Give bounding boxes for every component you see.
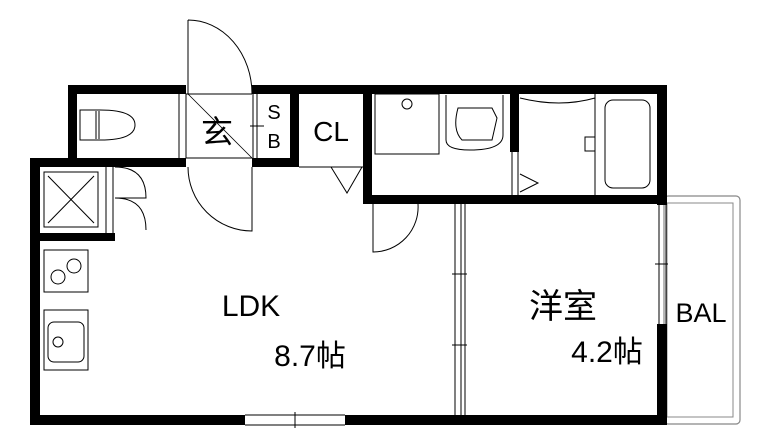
washing-machine-icon <box>374 93 440 155</box>
entrance-label: 玄 <box>201 114 233 150</box>
shoe-box-label-s: S <box>267 102 280 124</box>
shower-box-icon <box>43 171 99 228</box>
entrance-door-outer <box>187 19 253 95</box>
stove-icon <box>43 249 89 293</box>
balcony-outline <box>663 195 741 425</box>
toilet-icon <box>79 109 136 141</box>
western-room-size: 4.2帖 <box>571 336 643 369</box>
bath-door-icon <box>519 173 540 193</box>
bathtub-icon <box>604 99 651 189</box>
balcony-inner-line <box>666 202 734 418</box>
balcony-label: BAL <box>675 298 726 328</box>
shoe-box-label-b: B <box>267 131 280 153</box>
ldk-size: 8.7帖 <box>274 340 346 373</box>
western-room-label: 洋室 <box>529 288 597 326</box>
fixtures <box>43 19 668 428</box>
washbasin-icon <box>445 95 504 151</box>
unit-bath-doors <box>114 166 147 231</box>
walls <box>30 85 667 425</box>
entrance-door-inner <box>187 166 253 232</box>
kitchen-sink-icon <box>43 309 89 371</box>
hall-door-icon <box>372 203 419 253</box>
closet-label: CL <box>313 116 349 147</box>
closet-door-icon <box>330 166 363 194</box>
ldk-label: LDK <box>222 290 280 323</box>
